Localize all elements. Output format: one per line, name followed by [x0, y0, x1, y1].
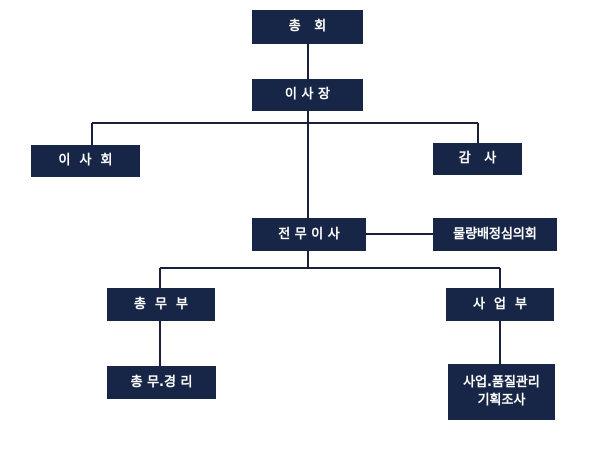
- label-board-of-directors: 이 사 회: [58, 153, 113, 169]
- box-general-affairs: 총 무 부: [107, 288, 215, 321]
- label-business-quality-line1: 사업.품질관리: [463, 375, 540, 391]
- label-business-dept: 사 업 부: [473, 296, 527, 312]
- box-business-dept: 사 업 부: [446, 288, 554, 321]
- label-general-affairs: 총 무 부: [134, 296, 188, 312]
- box-chairman: 이 사 장: [252, 79, 363, 111]
- box-general-accounting: 총 무.경 리: [107, 366, 216, 399]
- box-general-assembly: 총 회: [252, 10, 363, 44]
- label-general-assembly: 총 회: [288, 19, 327, 35]
- box-auditor: 감 사: [433, 143, 522, 175]
- label-chairman: 이 사 장: [285, 87, 330, 103]
- box-executive-director: 전 무 이 사: [252, 218, 366, 251]
- label-business-quality-line2: 기획조사: [477, 393, 526, 408]
- box-board-of-directors: 이 사 회: [31, 145, 140, 177]
- box-business-quality: 사업.품질관리 기획조사: [448, 364, 555, 420]
- label-quality-committee: 물량배정심의회: [453, 226, 537, 242]
- box-quality-committee: 물량배정심의회: [433, 218, 557, 251]
- label-general-accounting: 총 무.경 리: [130, 374, 193, 390]
- label-executive-director: 전 무 이 사: [278, 226, 340, 242]
- label-auditor: 감 사: [458, 151, 497, 167]
